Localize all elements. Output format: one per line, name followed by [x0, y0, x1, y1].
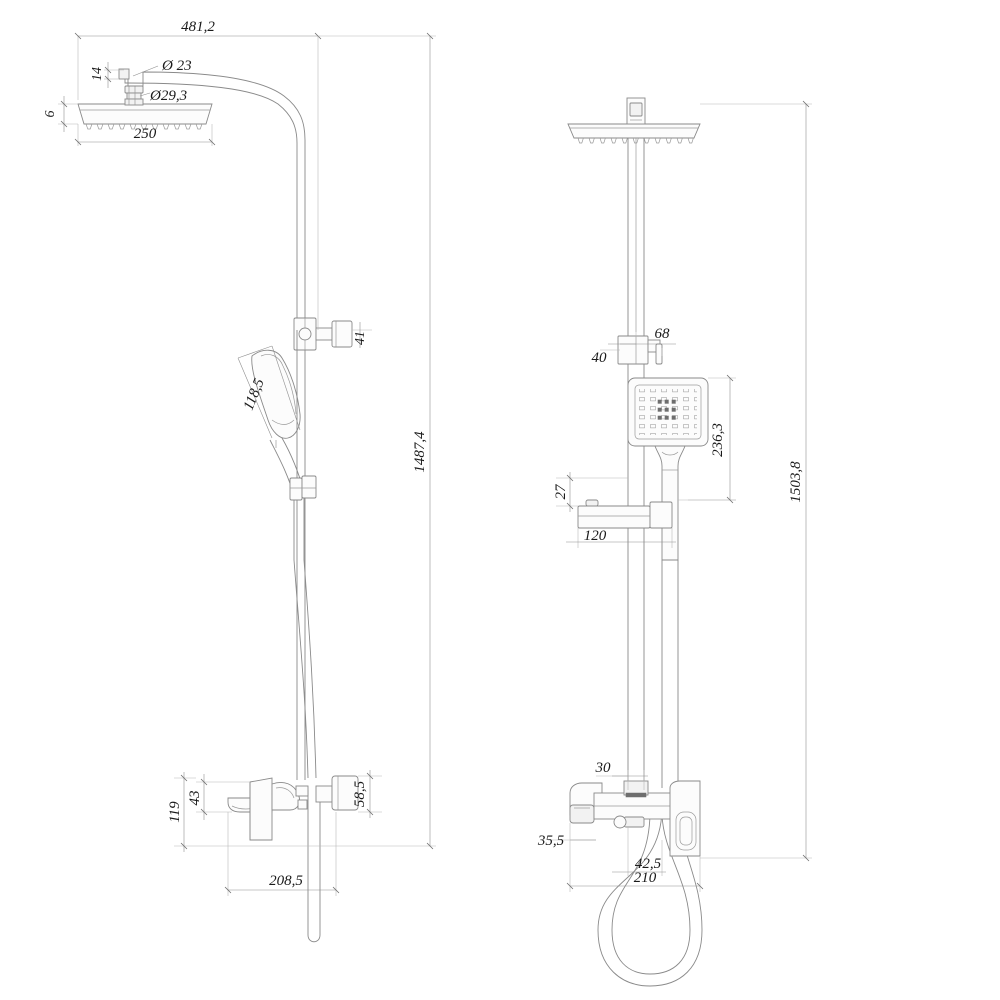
- dimension-label-27: 27: [553, 483, 569, 500]
- dimension-1487-4: 1487,4: [250, 32, 436, 850]
- dimension-label-481-2: 481,2: [181, 19, 215, 35]
- dimension-label-6: 6: [43, 111, 58, 118]
- dimension-119: 119: [167, 772, 250, 852]
- side-view: 481,2 14 Ø 23 Ø29,3: [43, 19, 436, 943]
- mixer-body-front: [569, 780, 701, 857]
- dimension-label-68: 68: [655, 326, 671, 342]
- dimension-label-42-5: 42,5: [635, 856, 662, 872]
- spray-face-holes: [639, 389, 697, 435]
- dimension-40: 40: [592, 343, 636, 366]
- dimension-27: 27: [553, 472, 628, 512]
- front-view: 68 40 236,3: [537, 97, 812, 987]
- dimension-208-5: 208,5: [224, 812, 340, 896]
- dimension-label-120: 120: [584, 528, 607, 544]
- dimension-label-35-5: 35,5: [537, 833, 565, 849]
- dimension-label-43: 43: [187, 791, 203, 806]
- dimension-label-1487-4: 1487,4: [412, 431, 428, 473]
- dimension-42-5: 42,5: [612, 827, 666, 876]
- dimension-label-41: 41: [353, 331, 368, 345]
- dimension-label-14: 14: [90, 67, 105, 81]
- dimension-label-1503-8: 1503,8: [788, 461, 804, 503]
- dimension-14: 14: [90, 62, 124, 88]
- sliding-bracket-front: [577, 499, 673, 529]
- dimension-41: 41: [352, 322, 372, 348]
- shower-head-connector-front: [626, 97, 646, 125]
- dimension-120: 120: [566, 528, 676, 548]
- dimension-58-5: 58,5: [352, 770, 382, 818]
- dimension-label-dia-29-3: Ø29,3: [149, 88, 187, 104]
- dimension-label-208-5: 208,5: [269, 873, 303, 889]
- shower-hose-front: [597, 560, 703, 987]
- spray-center-cluster: [657, 399, 676, 420]
- sliding-bracket-side: [289, 475, 317, 501]
- shower-head-connector-side: [124, 85, 144, 106]
- dimension-dia-29-3: Ø29,3: [139, 88, 187, 104]
- dimension-label-250: 250: [134, 126, 157, 142]
- riser-pipe-front: [627, 138, 645, 790]
- dimension-label-40: 40: [592, 350, 608, 366]
- dimension-label-58-5: 58,5: [352, 780, 368, 807]
- dimension-210: 210: [566, 823, 704, 892]
- dimension-236-3: 236,3: [678, 374, 736, 504]
- hand-shower-side: [251, 349, 305, 560]
- handshower-holder-side: [293, 317, 353, 351]
- dimension-label-210: 210: [634, 870, 657, 886]
- overhead-shower-head-front: [567, 123, 701, 144]
- dimension-1503-8: 1503,8: [700, 100, 812, 862]
- shower-hose-side: [293, 559, 321, 943]
- hand-shower-front: [627, 377, 709, 561]
- dimension-6: 6: [43, 96, 78, 132]
- mixer-body-side: [227, 775, 359, 841]
- dimension-label-30: 30: [595, 760, 612, 776]
- dimension-label-dia-23: Ø 23: [161, 58, 192, 74]
- dimension-35-5: 35,5: [537, 833, 596, 849]
- dimension-dia-23: Ø 23: [132, 58, 192, 77]
- dimension-43: 43: [187, 774, 250, 820]
- dimension-label-236-3: 236,3: [710, 423, 726, 457]
- dimension-250: 250: [74, 124, 216, 146]
- overhead-shower-head-side: [77, 103, 213, 130]
- dimension-label-119: 119: [167, 801, 183, 823]
- dimension-30: 30: [595, 760, 648, 790]
- dimension-481-2: 481,2: [74, 19, 322, 330]
